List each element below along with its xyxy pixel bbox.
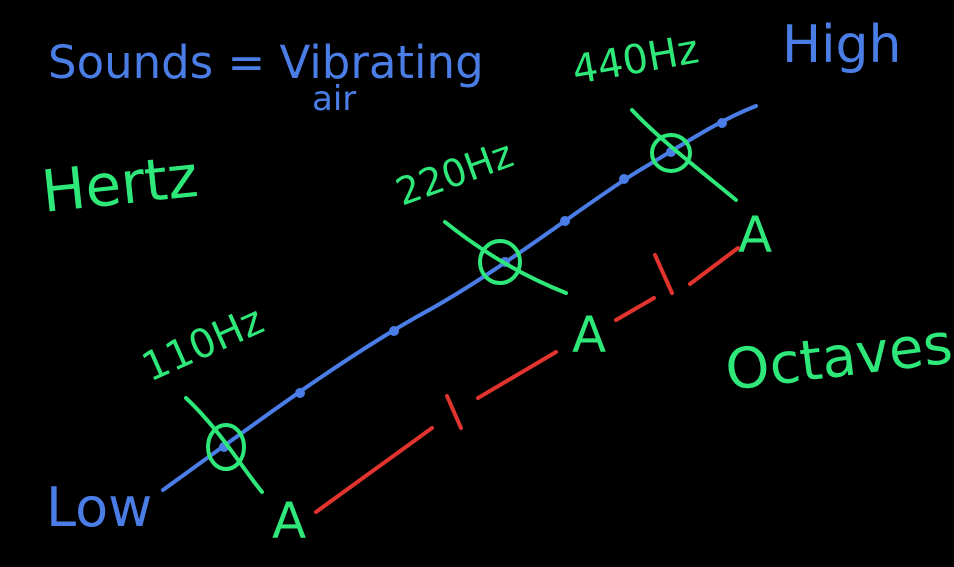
note-label-a3: A — [738, 206, 772, 264]
axis-dot — [295, 388, 305, 398]
axis-dot — [389, 326, 399, 336]
freq-label-110: 110Hz — [135, 297, 270, 391]
octave-segment — [614, 296, 656, 322]
note-label-a2: A — [572, 306, 606, 364]
octaves-label: Octaves — [722, 312, 954, 404]
marker-220hz: 220Hz A — [390, 132, 606, 364]
axis-dot — [560, 216, 570, 226]
marker-circle — [206, 423, 246, 471]
high-label: High — [782, 15, 902, 75]
marker-circle — [650, 133, 692, 173]
note-label-a1: A — [272, 492, 306, 550]
marker-110hz: 110Hz A — [135, 297, 306, 550]
title-line-2: air — [312, 79, 356, 119]
axis-dot — [619, 174, 629, 184]
octave-segment — [688, 246, 740, 286]
octave-span — [314, 246, 740, 514]
marker-cross-line — [443, 220, 568, 295]
axis-dot — [717, 118, 727, 128]
marker-cross-line — [630, 108, 738, 202]
marker-circle — [478, 239, 522, 285]
octave-tick — [445, 394, 463, 430]
marker-cross-line — [184, 396, 264, 494]
freq-label-440: 440Hz — [569, 26, 702, 93]
hertz-label: Hertz — [38, 142, 201, 226]
freq-label-220: 220Hz — [390, 132, 519, 215]
low-label: Low — [46, 476, 152, 539]
octave-segment — [314, 426, 434, 514]
octave-tick — [653, 253, 674, 295]
octave-segment — [476, 350, 558, 400]
title-line-1: Sounds = Vibrating — [48, 36, 484, 89]
marker-440hz: 440Hz A — [569, 26, 772, 264]
